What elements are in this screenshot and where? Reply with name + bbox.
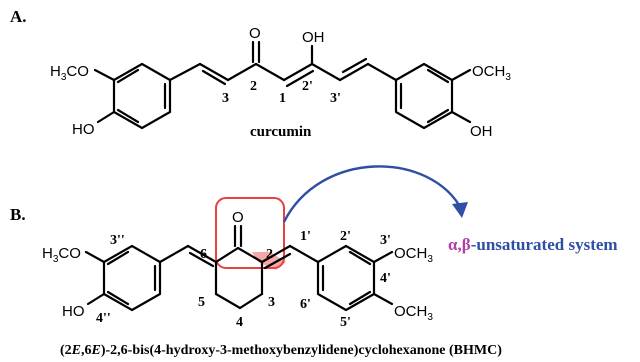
bhmc-carbonyl-oxygen: O bbox=[232, 209, 244, 226]
curcumin-num-3p: 3' bbox=[330, 91, 341, 106]
bhmc-num-4pp: 4'' bbox=[96, 311, 111, 326]
bhmc-name: (2E,6E)-2,6-bis(4-hydroxy-3-methoxybenzy… bbox=[60, 343, 502, 358]
curcumin-num-1: 1 bbox=[279, 91, 286, 106]
bhmc-cyclo-1-2 bbox=[236, 246, 264, 264]
curcumin-chain-a bbox=[168, 62, 202, 82]
curcumin-right-methoxy-bond bbox=[450, 68, 472, 82]
curcumin-chain-e bbox=[282, 62, 314, 82]
bhmc-num-4: 4 bbox=[236, 315, 243, 330]
curcumin-right-ring bbox=[394, 62, 454, 130]
alpha-beta-highlight-fill bbox=[252, 252, 286, 270]
bhmc-left-ring-db3 bbox=[106, 250, 130, 266]
bhmc-cyclo-4-5 bbox=[214, 292, 242, 310]
curcumin-num-2p: 2' bbox=[302, 79, 313, 94]
curcumin-right-methoxy: OCH3 bbox=[472, 63, 511, 83]
bhmc-left-methoxy: H3CO bbox=[42, 245, 81, 265]
curcumin-carbonyl-oxygen: O bbox=[249, 25, 261, 42]
curcumin-right-hydroxyl: OH bbox=[470, 123, 493, 140]
unsaturated-system-greek: α,β bbox=[448, 235, 471, 254]
highlight-arrow bbox=[282, 165, 464, 223]
bhmc-num-5: 5 bbox=[198, 295, 205, 310]
bhmc-structure: H3CO HO O OCH3 OCH3 3'' bbox=[42, 209, 433, 330]
highlight-arrow-head bbox=[452, 202, 468, 218]
bhmc-right-methoxy-top-bond bbox=[372, 250, 394, 264]
unsaturated-system-label: α,β-unsaturated system bbox=[448, 235, 618, 254]
curcumin-left-methoxy: H3CO bbox=[50, 63, 89, 83]
bhmc-left-methoxy-bond bbox=[84, 250, 106, 264]
curcumin-chain-g bbox=[338, 62, 370, 82]
bhmc-left-ring-db2 bbox=[106, 290, 130, 306]
panel-a-label: A. bbox=[10, 7, 27, 26]
bhmc-right-vinyl-a-db bbox=[263, 252, 292, 270]
bhmc-num-1p: 1' bbox=[300, 229, 311, 244]
curcumin-chain-c bbox=[226, 62, 258, 82]
bhmc-right-ring-db3 bbox=[348, 290, 372, 306]
bhmc-left-vinyl-b bbox=[186, 244, 218, 264]
curcumin-left-ring-db2 bbox=[116, 108, 140, 124]
bhmc-right-ring-db2 bbox=[348, 250, 372, 266]
bhmc-left-vinyl-b-db bbox=[188, 251, 215, 268]
bhmc-cyclo-6-1 bbox=[214, 246, 240, 264]
bhmc-cyclo-3-4 bbox=[238, 292, 264, 310]
bhmc-right-ring bbox=[316, 244, 376, 312]
bhmc-right-methoxy-top: OCH3 bbox=[394, 245, 433, 265]
bhmc-num-4p: 4' bbox=[380, 271, 391, 286]
bhmc-num-2p: 2' bbox=[340, 229, 351, 244]
curcumin-chain-b bbox=[198, 62, 230, 82]
bhmc-num-3: 3 bbox=[268, 295, 275, 310]
unsaturated-system-rest: -unsaturated system bbox=[471, 235, 618, 254]
curcumin-chain-d bbox=[254, 62, 286, 82]
panel-b-label: B. bbox=[10, 205, 26, 224]
bhmc-left-vinyl-a bbox=[158, 244, 190, 264]
curcumin-left-methoxy-bond bbox=[93, 68, 116, 82]
bhmc-right-methoxy-bottom: OCH3 bbox=[394, 303, 433, 323]
curcumin-left-ring bbox=[112, 62, 172, 130]
curcumin-left-hydroxyl: HO bbox=[72, 121, 95, 138]
bhmc-num-3pp: 3'' bbox=[110, 233, 125, 248]
curcumin-chain-e-db bbox=[285, 69, 315, 88]
bhmc-right-vinyl-a bbox=[260, 244, 292, 264]
curcumin-enol-hydroxyl: OH bbox=[302, 29, 325, 46]
bhmc-num-3p: 3' bbox=[380, 233, 391, 248]
bhmc-left-ring bbox=[102, 244, 162, 312]
curcumin-left-ring-db3 bbox=[116, 68, 140, 84]
bhmc-num-6p: 6' bbox=[300, 297, 311, 312]
alpha-beta-highlight-box bbox=[215, 197, 285, 269]
curcumin-right-ring-db3 bbox=[426, 108, 450, 124]
curcumin-num-3: 3 bbox=[222, 91, 229, 106]
curcumin-num-2: 2 bbox=[250, 79, 257, 94]
bhmc-right-methoxy-bottom-bond bbox=[372, 292, 394, 306]
curcumin-left-hydroxyl-bond bbox=[96, 110, 116, 124]
bhmc-num-5p: 5' bbox=[340, 315, 351, 330]
curcumin-chain-h bbox=[366, 62, 398, 82]
curcumin-chain-g-db bbox=[341, 57, 368, 74]
bhmc-right-vinyl-b bbox=[288, 244, 320, 264]
bhmc-num-6: 6 bbox=[200, 247, 207, 262]
curcumin-chain-b-db bbox=[201, 69, 227, 86]
curcumin-structure: H3CO HO O OH OCH3 OH 3 2 bbox=[50, 25, 511, 140]
curcumin-chain-f bbox=[310, 62, 342, 82]
curcumin-right-ring-db2 bbox=[426, 68, 450, 84]
bhmc-num-2: 2 bbox=[266, 247, 273, 262]
curcumin-right-hydroxyl-bond bbox=[450, 110, 472, 124]
curcumin-name: curcumin bbox=[250, 124, 312, 140]
bhmc-left-hydroxyl: HO bbox=[62, 303, 85, 320]
bhmc-left-hydroxyl-bond bbox=[86, 292, 106, 306]
